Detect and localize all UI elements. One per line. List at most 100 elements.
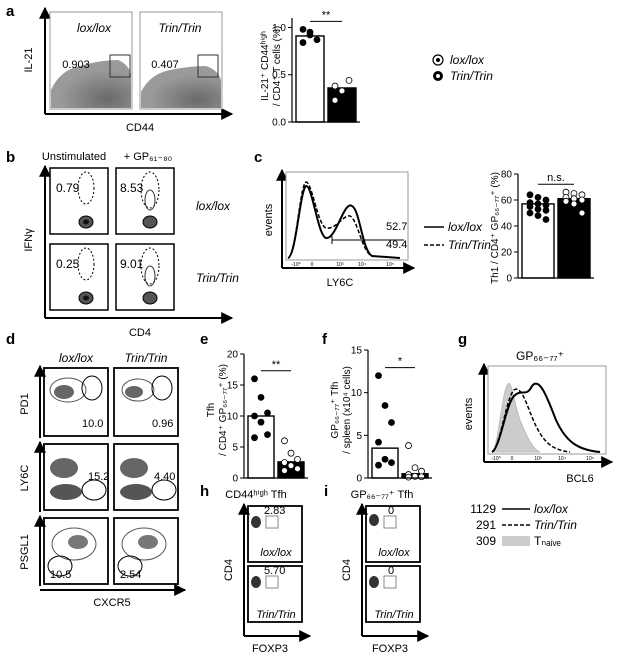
c-ytick-label: 80 <box>501 170 513 181</box>
e-bar-0 <box>247 415 275 479</box>
a-point <box>313 36 321 44</box>
c-legend-trin: Trin/Trin <box>448 238 491 252</box>
d-group-lox: lox/lox <box>59 351 94 365</box>
h-xlabel: FOXP3 <box>252 643 288 655</box>
e-ytick-label: 20 <box>227 350 239 361</box>
e-point <box>287 462 295 470</box>
d-value-ly6c-trin: 4.40 <box>154 471 175 483</box>
a-bar-ylabel-2: / CD4⁺ T cells (%) <box>272 26 283 106</box>
panel-label-g: g <box>458 331 467 348</box>
a-value-lox: 0.903 <box>62 59 90 71</box>
h-value-trin: 5.70 <box>264 565 285 577</box>
a-xlabel: CD44 <box>126 122 154 134</box>
svg-text:0: 0 <box>511 456 514 462</box>
svg-text:0: 0 <box>311 262 314 268</box>
b-value-2: 8.53 <box>120 181 144 195</box>
a-point <box>331 96 339 104</box>
e-point <box>294 455 301 463</box>
a-flow-plot-lox: lox/lox 0.903 <box>49 11 133 110</box>
f-ylabel-1: GP₆₆₋₇₇⁺ Tfh <box>330 382 341 439</box>
b-group-lox: lox/lox <box>196 199 231 213</box>
e-ytick-label: 5 <box>232 443 238 454</box>
svg-text:10⁵: 10⁵ <box>586 456 594 462</box>
svg-text:10³: 10³ <box>534 456 542 462</box>
d-value-ly6c-lox: 15.2 <box>88 471 109 483</box>
svg-text:LY6C: LY6C <box>19 465 31 492</box>
d-group-trin: Trin/Trin <box>125 351 168 365</box>
e-ytick-label: 10 <box>227 412 239 423</box>
h-value-lox: 2.83 <box>264 505 285 517</box>
f-point <box>381 455 389 463</box>
panel-label-h: h <box>200 483 209 500</box>
a-point <box>331 82 339 90</box>
g-legend: 1129 lox/lox 291 Trin/Trin 309 Tₙₐᵢᵥₑ <box>470 502 577 548</box>
a-ytick-label: 1.0 <box>272 23 286 34</box>
c-point <box>578 209 586 217</box>
panel-label-i: i <box>324 483 328 500</box>
e-point <box>257 418 265 426</box>
f-ytick-label: 5 <box>356 431 362 442</box>
f-point <box>375 372 382 380</box>
d-row-psgl1: PSGL1 <box>19 514 179 586</box>
e-point <box>251 375 258 383</box>
c-point <box>578 196 586 204</box>
a-bar-ylabel-1: IL-21⁺ CD44ʰⁱᵍʰ <box>260 31 271 101</box>
b-value-1: 0.79 <box>56 181 80 195</box>
e-point <box>287 449 295 457</box>
panel-label-a: a <box>6 3 15 20</box>
panel-label-c: c <box>254 149 262 166</box>
i-value-lox: 0 <box>388 505 394 517</box>
c-point <box>542 206 550 214</box>
g-xlabel: BCL6 <box>566 473 594 485</box>
i-group-trin: Trin/Trin <box>374 609 413 621</box>
a-flow-plot-trin: Trin/Trin 0.407 <box>139 11 223 110</box>
svg-text:PD1: PD1 <box>19 393 31 414</box>
g-ylabel: events <box>463 397 475 430</box>
e-point <box>281 459 288 466</box>
f-point <box>375 438 382 446</box>
a-ytick-label: 0.5 <box>272 70 286 81</box>
c-sig-label: n.s. <box>547 172 565 184</box>
a-ytick-label: 0.0 <box>272 118 286 129</box>
b-ylabel: IFNγ <box>23 228 35 252</box>
f-point <box>388 419 395 426</box>
svg-text:10³: 10³ <box>336 262 344 268</box>
c-point <box>562 197 570 205</box>
c-ytick-label: 40 <box>501 222 513 233</box>
a-legend-lox: lox/lox <box>450 53 485 67</box>
a-group-trin: Trin/Trin <box>159 21 202 35</box>
svg-text:-10⁰: -10⁰ <box>291 262 300 268</box>
g-title: GP₆₆₋₇₇⁺ <box>516 349 564 363</box>
a-point <box>345 77 353 84</box>
a-legend: lox/lox Trin/Trin <box>432 53 493 83</box>
c-ytick-label: 0 <box>506 274 512 285</box>
a-point <box>338 87 346 95</box>
a-ylabel: IL-21 <box>23 47 35 72</box>
g-xticks: -10⁰ 0 10³ 10⁴ 10⁵ <box>491 456 593 462</box>
f-ytick-label: 15 <box>351 346 363 357</box>
i-title: GP₆₆₋₇₇⁺ Tfh <box>351 489 414 501</box>
svg-text:PSGL1: PSGL1 <box>19 534 31 569</box>
c-point <box>542 216 550 223</box>
svg-text:10⁴: 10⁴ <box>558 456 566 462</box>
c-point <box>570 200 578 208</box>
e-ytick-label: 15 <box>227 381 239 392</box>
e-point <box>264 409 271 417</box>
a-bar-0 <box>295 35 325 123</box>
d-value-psgl1-lox: 10.5 <box>50 569 71 581</box>
c-legend-lox: lox/lox <box>448 220 483 234</box>
c-histogram <box>285 171 409 261</box>
i-xlabel: FOXP3 <box>372 643 408 655</box>
f-point <box>405 442 412 449</box>
b-group-trin: Trin/Trin <box>196 271 239 285</box>
i-ylabel: CD4 <box>341 559 353 581</box>
d-value-pd1-trin: 0.96 <box>152 418 173 430</box>
svg-text:10⁵: 10⁵ <box>386 262 394 268</box>
svg-text:291: 291 <box>476 518 496 532</box>
e-point <box>251 434 258 442</box>
a-point <box>299 39 307 46</box>
f-point <box>411 464 419 472</box>
